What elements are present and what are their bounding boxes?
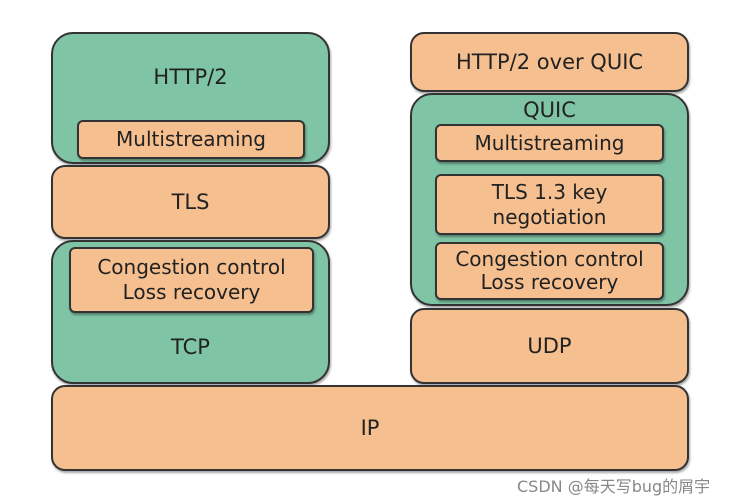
tls-layer: TLS <box>51 165 330 239</box>
http2-label: HTTP/2 <box>153 65 228 89</box>
left-congestion-label: Congestion control <box>97 255 286 279</box>
left-multistreaming-box: Multistreaming <box>77 120 305 159</box>
udp-label: UDP <box>527 333 572 358</box>
tls13-box: TLS 1.3 key negotiation <box>435 174 664 235</box>
tcp-label: TCP <box>171 334 210 359</box>
ip-layer: IP <box>51 385 689 471</box>
quic-label: QUIC <box>523 98 576 122</box>
tls-label: TLS <box>171 189 210 214</box>
right-congestion-label: Congestion control <box>455 247 644 271</box>
right-loss-label: Loss recovery <box>480 270 619 294</box>
left-multistreaming-label: Multistreaming <box>116 127 266 151</box>
left-congestion-box: Congestion control Loss recovery <box>69 247 314 313</box>
http2-over-quic-layer: HTTP/2 over QUIC <box>410 32 689 92</box>
tls13-label-line2: negotiation <box>492 204 607 229</box>
right-congestion-box: Congestion control Loss recovery <box>435 242 664 300</box>
udp-layer: UDP <box>410 308 689 384</box>
right-multistreaming-box: Multistreaming <box>435 124 664 162</box>
left-loss-label: Loss recovery <box>122 280 261 304</box>
ip-label: IP <box>360 415 380 440</box>
http2-over-quic-label: HTTP/2 over QUIC <box>455 49 644 74</box>
watermark: CSDN @每天写bug的屑宇 <box>517 477 711 496</box>
right-multistreaming-label: Multistreaming <box>474 130 625 155</box>
tls13-label-line1: TLS 1.3 key <box>491 179 608 204</box>
